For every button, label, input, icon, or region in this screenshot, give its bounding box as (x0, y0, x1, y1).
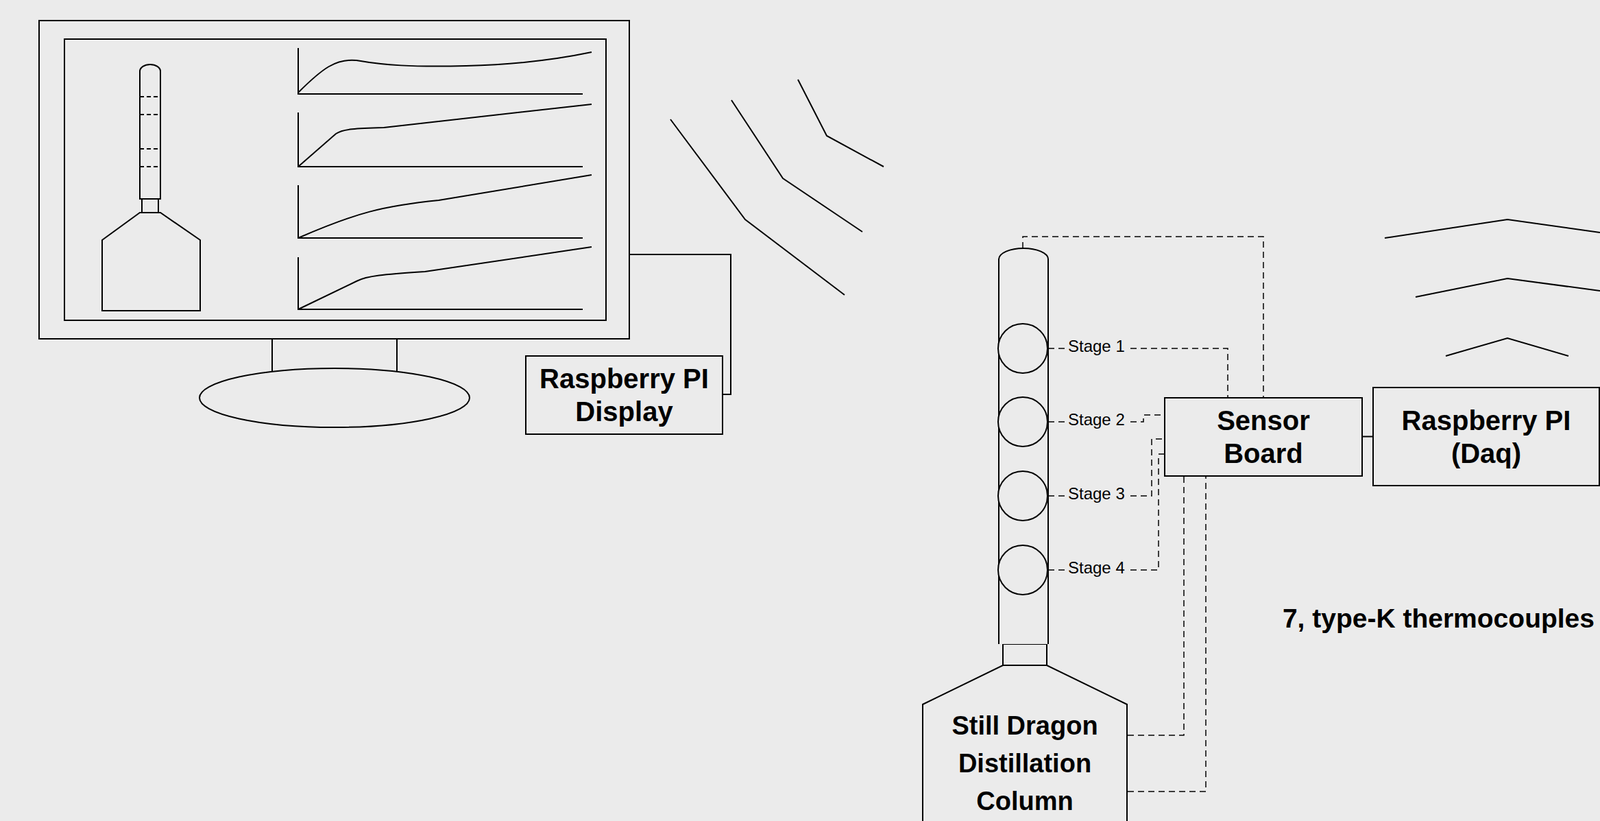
node-text: Raspberry PI Display (534, 361, 714, 428)
column-drawing (998, 248, 1049, 644)
sensor-board-box: Sensor Board (1164, 396, 1363, 477)
stage-label: Stage 1 (1066, 336, 1127, 356)
note-label: 7, type-K thermocouples (1282, 603, 1595, 634)
pi-display-box: Raspberry PI Display (525, 355, 724, 435)
node-text: Still Dragon Distillation Column (922, 706, 1128, 820)
stage-label: Stage 2 (1066, 409, 1127, 430)
pi-daq-box: Raspberry PI (Daq) (1372, 386, 1600, 487)
node-text: Raspberry PI (Daq) (1382, 403, 1591, 470)
monitor-drawing (39, 20, 731, 428)
wireless-waves (670, 79, 1600, 356)
thermocouple-lead (1127, 476, 1206, 792)
still-boiler: Still Dragon Distillation Column (922, 643, 1128, 821)
thermocouple-lead (1127, 476, 1184, 736)
node-text: Sensor Board (1173, 403, 1354, 470)
stage-label: Stage 4 (1066, 558, 1127, 578)
cable (1362, 435, 1373, 438)
stage-label: Stage 3 (1066, 483, 1127, 504)
